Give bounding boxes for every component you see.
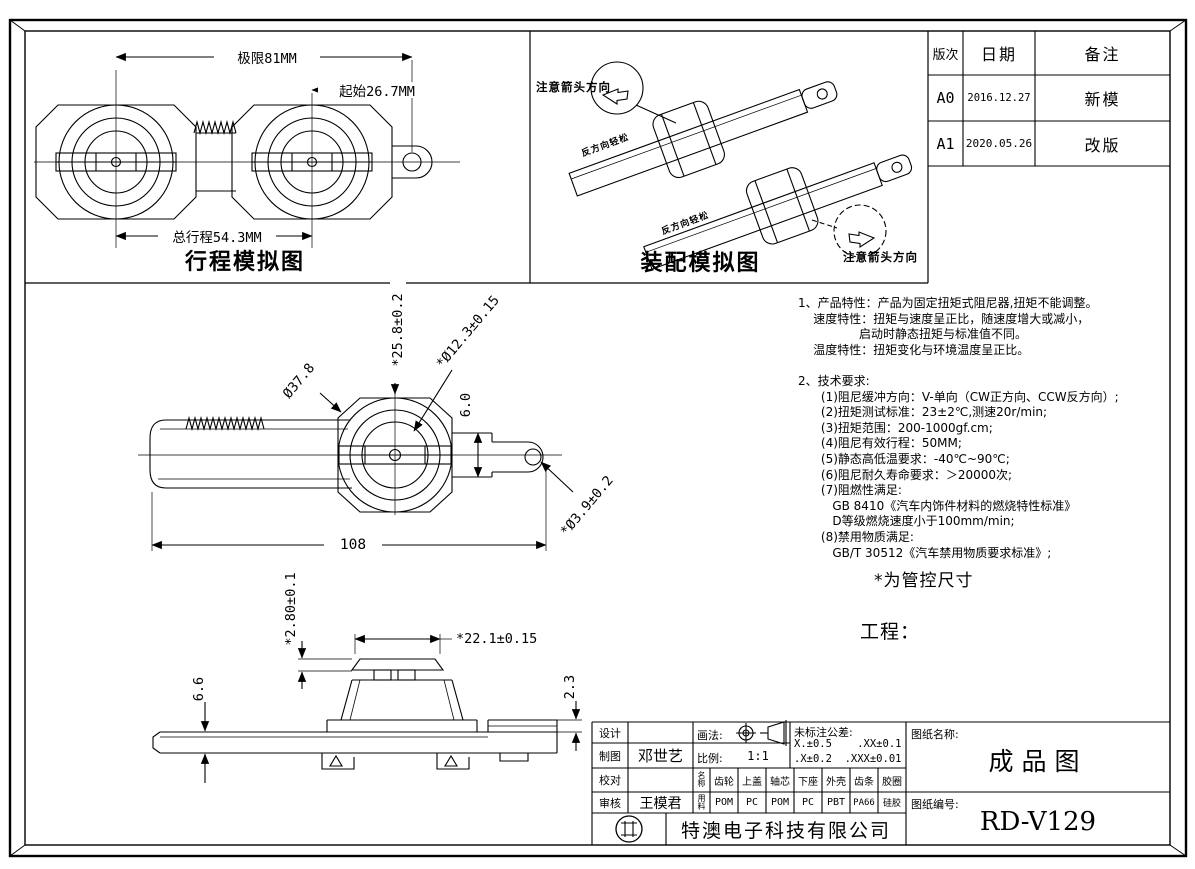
title-block-grid: [591, 721, 1170, 845]
part-name-rack: 齿条: [854, 776, 874, 788]
material-shaft-core: POM: [770, 797, 790, 808]
projection-method-label: 画法:: [697, 729, 723, 742]
main-view-drawing: [138, 352, 574, 551]
material-rack: PA66: [853, 797, 875, 808]
dim-step-2-3: 2.3: [562, 674, 578, 700]
part-name-housing: 外壳: [826, 776, 846, 788]
material-housing: PBT: [826, 797, 846, 808]
checker-label: 校对: [599, 774, 621, 787]
project-label: 工程：: [860, 621, 921, 643]
projection-symbol-icon: [736, 720, 787, 746]
drawing-number-value: RD-V129: [979, 807, 1097, 837]
material-base: PC: [801, 797, 815, 808]
dim-limit-81: 极限81MM: [214, 49, 320, 67]
revision-a0-note: 新模: [1084, 90, 1121, 109]
dim-rack-height-6-6: 6.6: [191, 676, 207, 702]
dim-length-108: 108: [324, 537, 382, 553]
part-name-label: 名称: [697, 771, 706, 788]
drawing-number-label: 图纸编号:: [911, 798, 959, 811]
design-label: 设计: [599, 726, 621, 740]
company-logo: [615, 815, 643, 843]
travel-view-title: 行程模拟图: [184, 250, 305, 275]
revision-col-header: 版次: [932, 47, 959, 63]
checker-value: [628, 768, 693, 792]
arrow-direction-note-bottom: 注意箭头方向: [843, 250, 918, 264]
material-rubber-ring: 硅胶: [882, 799, 901, 809]
material-top-cover: PC: [745, 797, 759, 808]
date-col-header: 日期: [980, 45, 1017, 64]
scale-label: 比例:: [697, 752, 723, 765]
technical-notes: 1、产品特性：产品为固定扭矩式阻尼器,扭矩不能调整。 速度特性：扭矩与速度呈正比…: [798, 296, 1119, 560]
scale-value: 1:1: [747, 748, 769, 763]
part-name-top-cover: 上盖: [742, 776, 762, 788]
material-gear: POM: [714, 797, 734, 808]
revision-a1-date: 2020.05.26: [965, 137, 1033, 150]
part-name-base: 下座: [798, 776, 818, 788]
arrow-direction-note-top: 注意箭头方向: [536, 80, 611, 94]
drawing-name-value: 成品图: [988, 747, 1088, 776]
dim-cap-width-22-1: *22.1±0.15: [456, 631, 538, 647]
drawing-name-label: 图纸名称:: [911, 728, 959, 741]
part-material-label: 用料: [697, 793, 706, 811]
design-value: [628, 722, 693, 743]
tolerance-title: 未标注公差:: [794, 726, 853, 739]
dim-height-25-8: *25.8±0.2: [390, 277, 406, 383]
revision-a1-note: 改版: [1084, 135, 1121, 155]
company-name: 特澳电子科技有限公司: [680, 819, 891, 842]
draftsman-value: 邓世艺: [637, 747, 683, 765]
assembly-view-title: 装配模拟图: [640, 251, 761, 276]
dim-slot-6-0: 6.0: [458, 392, 474, 418]
tolerance-line-1: X.±0.5 .XX±0.1: [794, 738, 902, 750]
part-name-shaft-core: 轴芯: [770, 776, 790, 788]
tolerance-line-2: .X±0.2 .XXX±0.01: [794, 753, 902, 765]
dim-cap-2-80: *2.80±0.1: [283, 572, 299, 646]
revision-table-grid: [928, 31, 1170, 167]
revision-a1: A1: [936, 134, 955, 153]
part-name-rubber-ring: 胶圈: [882, 776, 902, 788]
side-view-drawing: [152, 634, 582, 783]
revision-a0-date: 2016.12.27: [967, 92, 1031, 104]
dim-total-travel-54-3: 总行程54.3MM: [158, 228, 276, 246]
draftsman-label: 制图: [599, 749, 621, 763]
sheet-frame: [8, 18, 1188, 858]
remark-col-header: 备注: [1084, 45, 1121, 64]
dim-start-26-7: 起始26.7MM: [318, 82, 436, 100]
revision-a0: A0: [936, 89, 955, 107]
reviewer-value: 王模君: [639, 795, 682, 812]
reviewer-label: 审核: [599, 796, 621, 810]
assembly-view-drawing: [568, 61, 913, 270]
part-name-gear: 齿轮: [714, 776, 734, 788]
controlled-dimension-note: *为管控尺寸: [874, 571, 974, 591]
